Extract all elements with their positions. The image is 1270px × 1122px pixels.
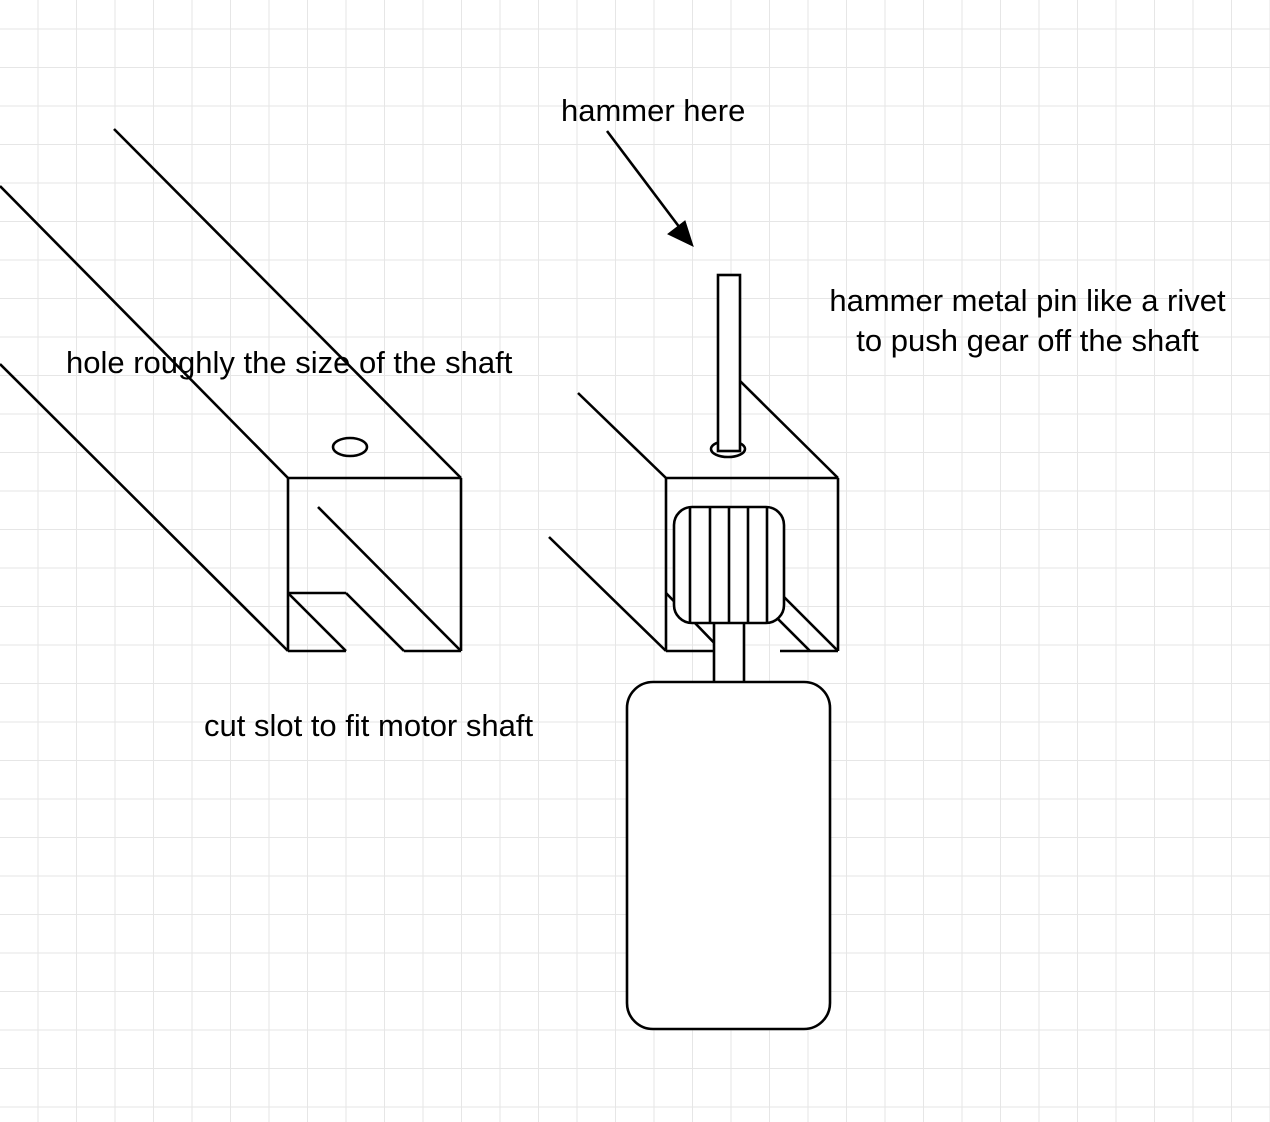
left-channel — [0, 128, 463, 653]
left-channel-inner-edge — [317, 506, 462, 652]
gear — [672, 505, 786, 625]
hammer-arrow — [605, 130, 694, 247]
right-channel-bottom-edge — [548, 536, 667, 652]
right-channel-top-edge-back — [739, 380, 839, 479]
motor-shaft — [712, 618, 746, 686]
left-slot-diag-a — [287, 592, 347, 652]
pin-note-line-2: to push gear off the shaft — [856, 323, 1199, 359]
left-channel-top-edge-back — [113, 128, 462, 479]
hammer-here-label: hammer here — [561, 93, 746, 128]
left-channel-top-edge-front — [0, 185, 289, 479]
hammer-arrow-shaft — [605, 130, 685, 233]
left-channel-bottom-edge — [0, 363, 289, 652]
pin-note-label: hammer metal pin like a rivet to push ge… — [800, 281, 1255, 362]
left-slot-diag-b — [345, 592, 405, 652]
left-shaft-hole — [331, 436, 369, 458]
hole-note-label: hole roughly the size of the shaft — [66, 345, 513, 380]
pin-note-line-1: hammer metal pin like a rivet — [829, 283, 1226, 318]
slot-note-label: cut slot to fit motor shaft — [204, 708, 534, 743]
motor-body — [625, 680, 832, 1031]
right-channel-top-edge-front — [577, 392, 667, 479]
hammer-arrow-head — [667, 220, 694, 247]
right-slot-inner-edge — [779, 592, 839, 652]
metal-pin — [716, 273, 742, 453]
